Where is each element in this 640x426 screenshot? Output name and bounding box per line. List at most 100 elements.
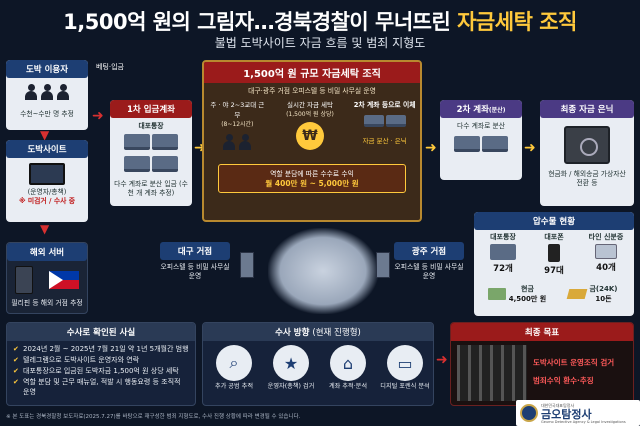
final-hide-header: 최종 자금 은닉 bbox=[540, 100, 634, 118]
arrow-account-to-org: ➜ bbox=[194, 140, 206, 156]
logo: 대한민국대표탐정사 금오탐정사 Geumo Detective Agency &… bbox=[516, 400, 640, 426]
org-shift-sub: (8~12시간) bbox=[221, 121, 254, 128]
logo-tiny: 대한민국대표탐정사 bbox=[541, 402, 575, 408]
org-revenue: 역할 분담에 따른 수수료 수익 bbox=[270, 170, 354, 178]
site-operators: (운영자/총책) bbox=[27, 188, 67, 196]
building-icon bbox=[376, 252, 390, 278]
arrow-second-to-final: ➜ bbox=[524, 140, 536, 156]
seizure-item: 현금 4,500만 원 bbox=[482, 284, 552, 304]
direction-panel: 수사 방향 (현재 진행형) ⌕추가 공범 추적 ★운영자(총책) 검거 ⌂계좌… bbox=[202, 322, 434, 406]
seizure-header: 압수물 현황 bbox=[474, 212, 634, 230]
direction-item: ⌂계좌 추적·분석 bbox=[321, 345, 375, 390]
korea-map bbox=[268, 228, 378, 314]
second-account-desc: 다수 계좌로 분산 bbox=[456, 122, 506, 130]
seizure-item: 대포폰 97대 bbox=[544, 233, 564, 276]
money-icon bbox=[487, 288, 506, 300]
overseas-header: 해외 서버 bbox=[7, 243, 87, 261]
goal-line2: 범죄수익 환수·추징 bbox=[533, 376, 594, 385]
bank-icon: ⌂ bbox=[330, 345, 366, 381]
seizure-panel: 압수물 현황 대포통장 72개 대포폰 97대 타인 신분증 40개 현금 4,… bbox=[474, 212, 634, 316]
direction-item: ▭디지털 포렌식 분석 bbox=[378, 345, 432, 390]
facts-panel: 수사로 확인된 사실 2024년 2월 ~ 2025년 7월 21일 약 1년 … bbox=[6, 322, 196, 406]
gwangju-desc: 오피스텔 등 비밀 사무실 운영 bbox=[394, 263, 464, 281]
direction-item: ⌕추가 공범 추적 bbox=[207, 345, 261, 390]
money-icon: ₩ bbox=[295, 122, 324, 150]
phone-icon bbox=[548, 244, 560, 262]
arrow-site-to-server: ▼ bbox=[40, 222, 50, 236]
daegu-desc: 오피스텔 등 비밀 사무실 운영 bbox=[160, 263, 230, 281]
page-title: 1,500억 원의 그림자…경북경찰이 무너뜨린 자금세탁 조직 bbox=[63, 10, 577, 34]
gold-icon bbox=[567, 289, 588, 299]
direction-header: 수사 방향 (현재 진행형) bbox=[203, 323, 433, 341]
card-icon bbox=[354, 113, 416, 132]
second-account-header: 2차 계좌(분산) bbox=[440, 100, 522, 118]
second-account-panel: 2차 계좌(분산) 다수 계좌로 분산 bbox=[440, 100, 522, 180]
goal-line1: 도박사이트 운영조직 검거 bbox=[533, 358, 615, 367]
org-shift: 주 · 야 2~3교대 근무 bbox=[210, 101, 265, 119]
arrow-org-to-second: ➜ bbox=[425, 140, 437, 156]
seizure-item: 타인 신분증 40개 bbox=[588, 233, 624, 273]
daegu-header: 대구 거점 bbox=[160, 242, 230, 260]
monitor-icon: ▭ bbox=[387, 345, 423, 381]
users-header: 도박 이용자 bbox=[6, 60, 88, 78]
site-status: ※ 미검거 / 수사 중 bbox=[18, 197, 76, 206]
users-panel: 도박 이용자 수천~수만 명 추정 bbox=[6, 60, 88, 130]
final-hide-desc: 현금화 / 해외송금 가상자산 전환 등 bbox=[548, 170, 626, 188]
arrow-site-to-account: ➜ bbox=[92, 108, 104, 124]
goal-panel: 최종 목표 도박사이트 운영조직 검거 범죄수익 환수·추징 bbox=[450, 322, 634, 406]
facts-header: 수사로 확인된 사실 bbox=[7, 323, 195, 341]
badge-icon bbox=[520, 404, 538, 422]
goal-header: 최종 목표 bbox=[451, 323, 633, 341]
org-split: 자금 분산 · 은닉 bbox=[362, 137, 407, 145]
logo-name: 금오탐정사 bbox=[541, 407, 592, 421]
seizure-item: 금(24K) 10돈 bbox=[558, 284, 628, 304]
gwangju-base-panel: 광주 거점 오피스텔 등 비밀 사무실 운영 bbox=[394, 242, 464, 296]
page-subtitle: 불법 도박사이트 자금 흐름 및 범죄 지형도 bbox=[214, 36, 426, 50]
users-note: 수천~수만 명 추정 bbox=[20, 110, 74, 118]
site-panel: 도박사이트 (운영자/총책) ※ 미검거 / 수사 중 bbox=[6, 140, 88, 222]
users-side-label: 베팅·입금 bbox=[96, 63, 124, 71]
direction-item: ★운영자(총책) 검거 bbox=[264, 345, 318, 390]
final-hide-panel: 최종 자금 은닉 현금화 / 해외송금 가상자산 전환 등 bbox=[540, 100, 634, 206]
daegu-base-panel: 대구 거점 오피스텔 등 비밀 사무실 운영 bbox=[160, 242, 230, 296]
org-subheader: 대구·광주 거점 오피스텔 등 비밀 사무실 운영 bbox=[248, 87, 376, 95]
site-header: 도박사이트 bbox=[6, 140, 88, 158]
people-icon bbox=[208, 134, 266, 154]
laptop-icon bbox=[29, 163, 65, 185]
facts-item: 텔레그램으로 도박사이트 운영자와 연락 bbox=[13, 355, 189, 366]
building-icon bbox=[240, 252, 254, 278]
arrow-to-goal: ➜ bbox=[436, 352, 448, 368]
org-panel: 1,500억 원 규모 자금세탁 조직 대구·광주 거점 오피스텔 등 비밀 사… bbox=[202, 60, 422, 222]
flag-icon bbox=[49, 271, 79, 289]
facts-item: 역할 분담 및 근무 매뉴얼, 적발 시 행동요령 등 조직적 운영 bbox=[13, 377, 189, 399]
org-revenue-box: 역할 분담에 따른 수수료 수익 월 400만 원 ~ 5,000만 원 bbox=[218, 164, 406, 193]
search-icon: ⌕ bbox=[216, 345, 252, 381]
first-account-bank: 대포통장 bbox=[138, 122, 164, 130]
people-icon bbox=[6, 84, 88, 104]
first-account-panel: 1차 입금계좌 대포통장 다수 계좌로 분산 입금 (수천 개 계좌 추정) bbox=[110, 100, 192, 206]
facts-item: 대포통장으로 입금된 도박자금 1,500억 원 상당 세탁 bbox=[13, 366, 189, 377]
overseas-panel: 해외 서버 필리핀 등 해외 거점 추정 bbox=[6, 242, 88, 314]
gwangju-header: 광주 거점 bbox=[394, 242, 464, 260]
org-transfer: 2차 계좌 등으로 이체 bbox=[353, 101, 416, 109]
card-icon bbox=[110, 133, 192, 177]
prison-icon bbox=[457, 345, 527, 401]
org-realtime: 실시간 자금 세탁 bbox=[286, 101, 333, 109]
card-icon bbox=[440, 135, 522, 157]
seizure-item: 대포통장 72개 bbox=[490, 233, 516, 274]
org-revenue-amount: 월 400만 원 ~ 5,000만 원 bbox=[265, 179, 359, 188]
safe-icon bbox=[564, 126, 610, 164]
logo-sub: Geumo Detective Agency & Legal Investiga… bbox=[541, 419, 626, 424]
first-account-desc: 다수 계좌로 분산 입금 (수천 개 계좌 추정) bbox=[114, 180, 188, 198]
overseas-note: 필리핀 등 해외 거점 추정 bbox=[11, 299, 83, 307]
org-header: 1,500억 원 규모 자금세탁 조직 bbox=[204, 62, 420, 83]
card-icon bbox=[490, 244, 516, 260]
arrow-users-to-site: ▼ bbox=[40, 128, 50, 142]
facts-item: 2024년 2월 ~ 2025년 7월 21일 약 1년 5개월간 범행 bbox=[13, 344, 189, 355]
footnote: ※ 본 도표는 경북경찰청 보도자료(2025.7.27)를 바탕으로 재구성한… bbox=[6, 414, 301, 420]
server-icon bbox=[15, 266, 33, 294]
first-account-header: 1차 입금계좌 bbox=[110, 100, 192, 118]
police-icon: ★ bbox=[273, 345, 309, 381]
id-card-icon bbox=[595, 244, 617, 259]
org-realtime-sub: (1,500억 원 상당) bbox=[286, 111, 334, 118]
